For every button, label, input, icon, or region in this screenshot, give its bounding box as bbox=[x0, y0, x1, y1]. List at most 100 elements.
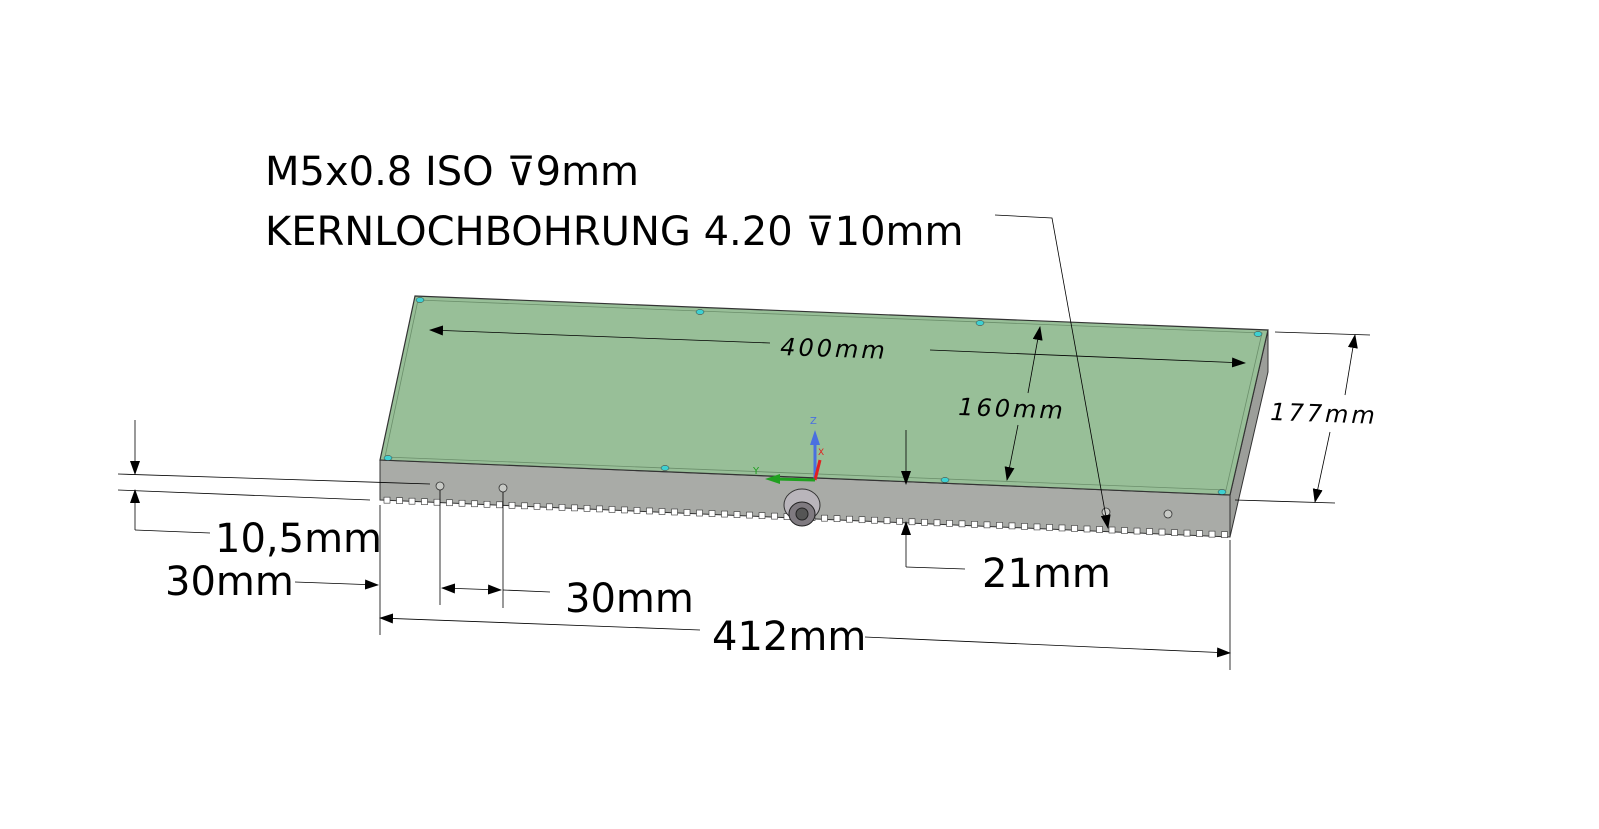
dim-160: 160mm bbox=[958, 393, 1066, 425]
rack-tooth bbox=[821, 514, 828, 522]
rack-tooth bbox=[858, 516, 866, 524]
dim-412: 412mm bbox=[712, 614, 866, 660]
mounting-holes bbox=[383, 297, 1263, 519]
rack-tooth bbox=[996, 522, 1003, 529]
dim-21: 21mm bbox=[982, 551, 1111, 597]
dim-leader-30 bbox=[502, 589, 551, 593]
rack-tooth bbox=[646, 507, 653, 515]
z-axis-label: Z bbox=[810, 416, 817, 427]
rack-tooth bbox=[508, 502, 516, 509]
rack-tooth bbox=[683, 509, 691, 516]
rack-tooth bbox=[971, 521, 978, 528]
dim-line-400b bbox=[929, 349, 1246, 368]
rack-tooth bbox=[433, 498, 441, 506]
rack-tooth bbox=[1208, 530, 1216, 538]
connector bbox=[783, 488, 821, 527]
dim-line-400 bbox=[429, 325, 771, 344]
rack-tooth bbox=[733, 511, 741, 518]
rack-tooth bbox=[421, 498, 428, 506]
ext-line-h-top bbox=[117, 473, 431, 485]
thread-annotation: M5x0.8 ISO ⊽9mm bbox=[265, 149, 639, 195]
rack-tooth bbox=[383, 496, 391, 504]
rack-tooth bbox=[1071, 525, 1078, 532]
rack-tooth bbox=[1183, 529, 1191, 537]
dim-line-160 bbox=[1027, 326, 1043, 394]
y-axis-arrow bbox=[774, 477, 816, 482]
dim-line-160b bbox=[1004, 424, 1019, 481]
rack-tooth bbox=[1133, 527, 1141, 535]
rack-tooth bbox=[483, 500, 491, 508]
y-axis-label: Y bbox=[752, 466, 760, 477]
rack-tooth bbox=[458, 499, 466, 507]
rack-tooth bbox=[521, 502, 528, 510]
ext-line-h-bottom bbox=[117, 489, 371, 501]
rack-tooth bbox=[596, 505, 603, 513]
rack-tooth bbox=[1046, 524, 1053, 531]
rack-tooth bbox=[621, 506, 628, 514]
rack-tooth bbox=[1158, 528, 1166, 536]
side-hole bbox=[435, 481, 445, 491]
x-axis-label: X bbox=[818, 448, 824, 458]
rack-tooth bbox=[696, 509, 703, 517]
rack-tooth bbox=[933, 519, 941, 527]
rack-tooth bbox=[908, 518, 916, 526]
dim-line-30-left bbox=[294, 579, 379, 590]
rack-tooth bbox=[983, 521, 991, 529]
dim-line-30-spacing bbox=[441, 583, 502, 595]
dim-leader-10-5 bbox=[134, 529, 211, 534]
rack-tooth bbox=[1108, 526, 1116, 534]
ext-line-177a bbox=[1274, 331, 1371, 336]
rack-tooth bbox=[708, 510, 716, 517]
rack-tooth bbox=[771, 512, 778, 520]
rack-tooth bbox=[1146, 528, 1153, 535]
rack-tooth bbox=[846, 515, 853, 523]
rack-tooth bbox=[1058, 524, 1066, 532]
dim-400: 400mm bbox=[780, 333, 888, 365]
rack-tooth bbox=[1171, 529, 1178, 536]
rack-tooth bbox=[921, 518, 928, 526]
rack-tooth bbox=[721, 510, 728, 518]
rack-tooth bbox=[496, 501, 503, 509]
threaded-hole bbox=[975, 320, 985, 326]
rack-tooth bbox=[958, 520, 966, 528]
rack-tooth bbox=[1033, 523, 1041, 531]
rack-tooth bbox=[1008, 522, 1016, 530]
rack-tooth bbox=[571, 504, 578, 512]
rack-tooth bbox=[471, 500, 478, 508]
threaded-hole bbox=[695, 309, 705, 315]
rack-tooth bbox=[1221, 531, 1228, 538]
rack-tooth bbox=[608, 506, 616, 513]
rack-tooth bbox=[946, 520, 953, 527]
threaded-hole bbox=[383, 455, 393, 461]
rack-tooth bbox=[671, 508, 678, 516]
threaded-hole bbox=[1217, 489, 1227, 495]
side-hole bbox=[498, 483, 508, 493]
rack-tooth bbox=[1096, 526, 1103, 533]
threaded-hole bbox=[415, 297, 425, 303]
rack-tooth bbox=[446, 499, 453, 507]
dim-177: 177mm bbox=[1270, 398, 1378, 430]
plate-body bbox=[379, 295, 1269, 538]
dim-10-5: 10,5mm bbox=[215, 516, 382, 562]
axis-triad: Z X Y bbox=[752, 416, 824, 484]
rack-tooth bbox=[633, 507, 641, 514]
core-hole-annotation: KERNLOCHBOHRUNG 4.20 ⊽10mm bbox=[265, 209, 963, 255]
rack-tooth bbox=[558, 504, 566, 511]
rack-tooth bbox=[1121, 527, 1128, 534]
ext-line-177b bbox=[1234, 499, 1336, 504]
threaded-hole bbox=[940, 477, 950, 483]
dim-30-left: 30mm bbox=[165, 559, 294, 605]
rack-tooth bbox=[408, 497, 416, 505]
rack-tooth bbox=[1021, 523, 1028, 530]
rack-tooth bbox=[833, 515, 841, 522]
x-axis-arrow bbox=[813, 459, 822, 481]
rack-tooth bbox=[546, 503, 553, 511]
rack-tooth bbox=[583, 505, 591, 512]
rack-tooth bbox=[896, 517, 903, 525]
threaded-hole bbox=[1253, 331, 1263, 337]
threaded-hole bbox=[660, 465, 670, 471]
dim-30-spacing: 30mm bbox=[565, 576, 694, 622]
rack-tooth bbox=[396, 497, 403, 504]
rack-tooth bbox=[758, 512, 766, 519]
